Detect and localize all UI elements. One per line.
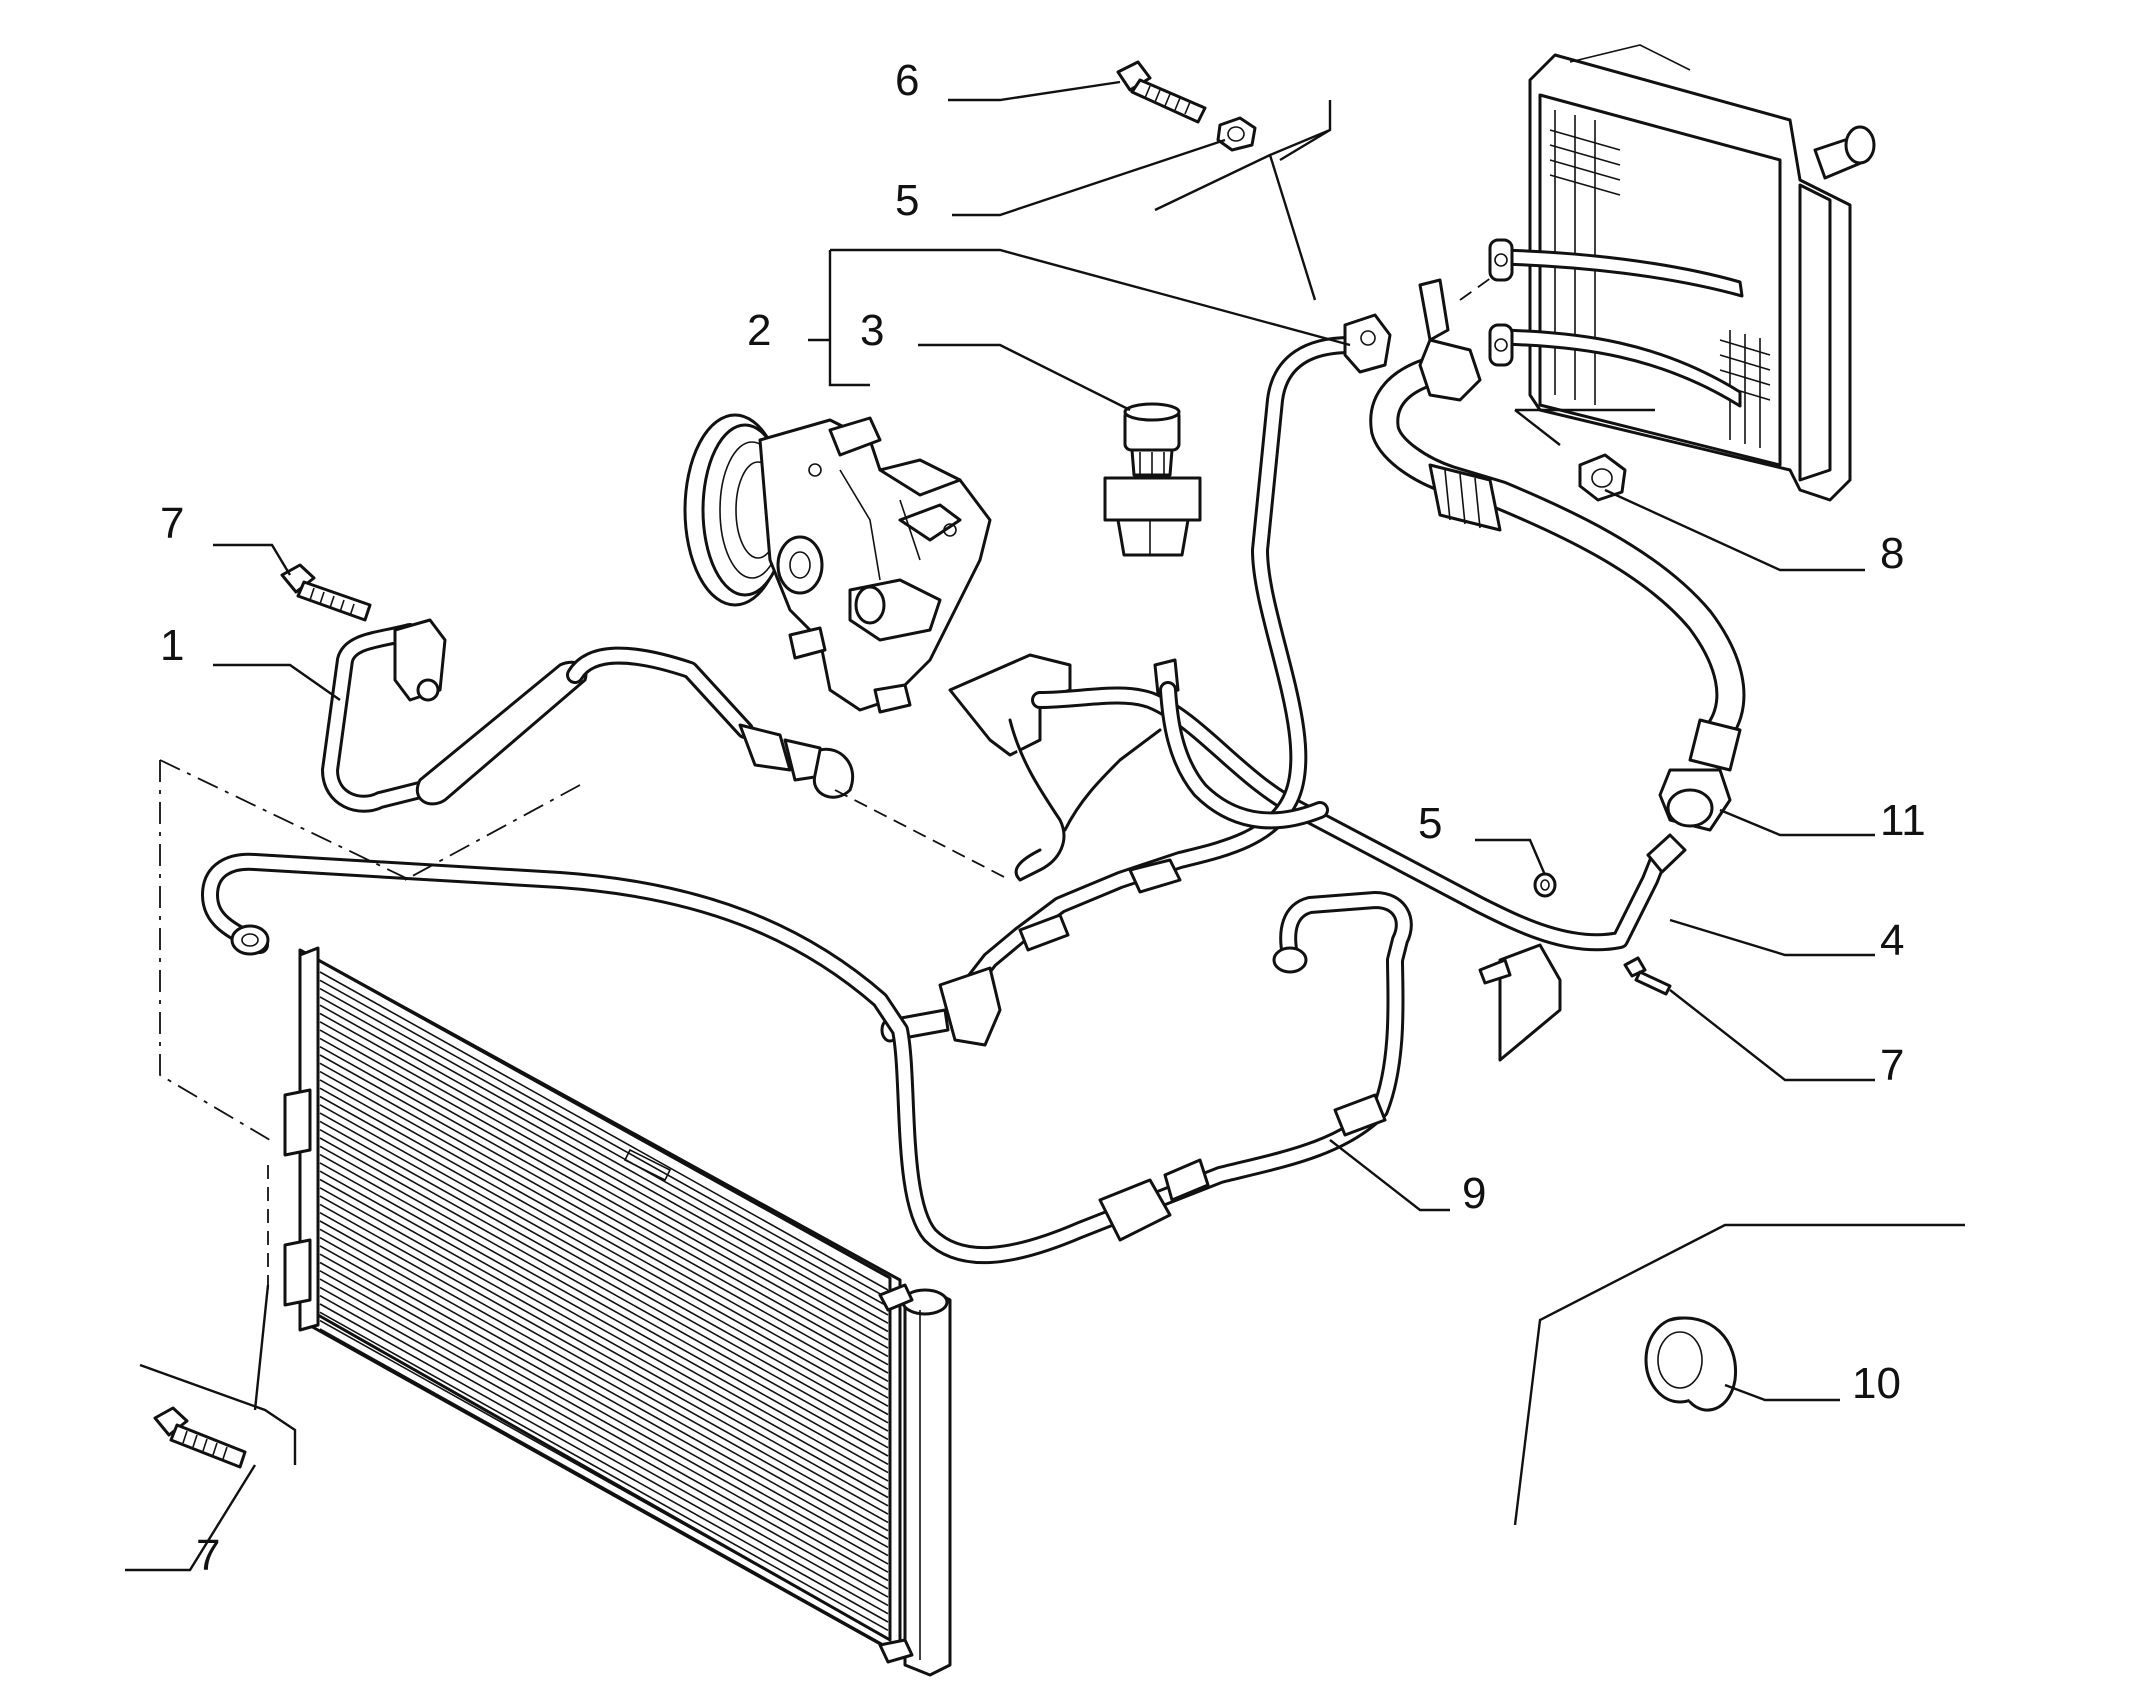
evaporator-icon (1488, 44, 1876, 502)
pressure-switch-icon (1103, 402, 1202, 557)
callout-8: 8 (1880, 529, 1904, 578)
callout-5-top: 5 (895, 176, 919, 225)
oring-icon-5 (1533, 872, 1557, 898)
callout-7-right: 7 (1880, 1041, 1904, 1090)
leader-lines (125, 80, 1965, 1572)
callout-9: 9 (1462, 1169, 1486, 1218)
condenser-icon (283, 946, 952, 1677)
bolt-icon-7-lower (153, 1406, 247, 1469)
pipe-2-high-pressure (880, 313, 1392, 1047)
callout-3: 3 (860, 306, 884, 355)
bolt-icon-6 (1116, 60, 1207, 124)
seal-ring-icon (1644, 1316, 1738, 1412)
compressor-icon (683, 413, 992, 714)
pipe-9-liquid (201, 852, 1413, 1265)
callout-2: 2 (747, 306, 771, 355)
callout-11: 11 (1880, 796, 1926, 845)
callout-5-middle: 5 (1418, 799, 1442, 848)
nut-icon-5 (1216, 116, 1257, 152)
callout-1: 1 (160, 621, 184, 670)
screw-icon-7-right (1623, 956, 1672, 996)
callout-7-upper-left: 7 (160, 499, 184, 548)
callout-6: 6 (895, 56, 919, 105)
nut-icon-8 (1578, 453, 1627, 502)
pipe-1-discharge (321, 618, 855, 813)
hose-11 (1369, 278, 1746, 832)
assembly-lines (159, 274, 1496, 1290)
pipe-4-suction (948, 653, 1687, 1062)
callout-7-lower-left: 7 (196, 1531, 220, 1580)
callout-10: 10 (1852, 1359, 1901, 1408)
bolt-icon-7-upper (280, 563, 372, 622)
callout-labels: 6 5 2 3 7 1 8 11 5 4 7 9 10 7 (160, 56, 1926, 1580)
callout-4: 4 (1880, 916, 1904, 965)
